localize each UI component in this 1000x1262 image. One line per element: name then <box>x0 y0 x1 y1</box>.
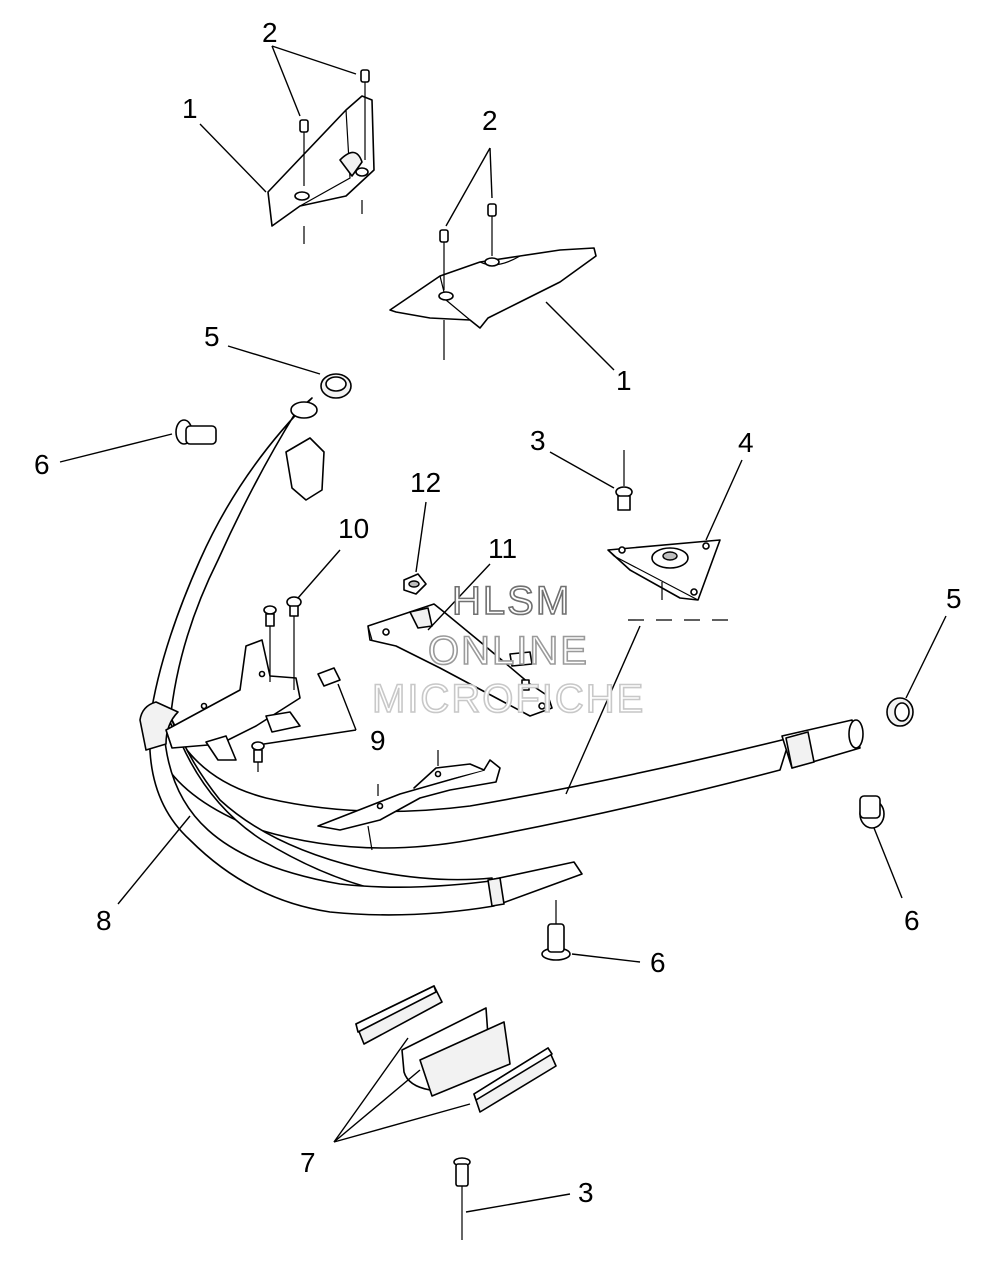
screw-upper-right <box>360 69 370 160</box>
callout-2-center: 2 <box>482 105 498 136</box>
triangular-mount-part <box>607 539 740 621</box>
end-cap-left <box>320 373 352 399</box>
nut-part <box>403 573 427 595</box>
rivet-bottom <box>453 1157 471 1240</box>
callout-3-lower: 3 <box>578 1177 594 1208</box>
callout-4: 4 <box>738 427 754 458</box>
bolt-9a <box>317 667 341 687</box>
mount-bracket-center <box>317 750 501 831</box>
callout-12: 12 <box>410 467 441 498</box>
callout-6-lower: 6 <box>650 947 666 978</box>
callout-9: 9 <box>370 725 386 756</box>
watermark-line-1: HLSM <box>452 579 571 623</box>
bolt-10b <box>263 605 277 682</box>
end-cap-right <box>886 697 914 727</box>
callout-6-right: 6 <box>904 905 920 936</box>
callout-8: 8 <box>96 905 112 936</box>
callout-5-right: 5 <box>946 583 962 614</box>
leader-lines <box>59 45 947 1213</box>
callout-7: 7 <box>300 1147 316 1178</box>
shield-center-part <box>389 247 597 360</box>
rivet-left <box>175 419 217 445</box>
watermark-line-2: ONLINE <box>428 629 589 673</box>
screw-upper-left <box>299 119 309 186</box>
bolt-10a <box>286 596 302 690</box>
screw-center-left <box>439 229 449 290</box>
callout-3-upper: 3 <box>530 425 546 456</box>
rivet-upper <box>615 450 633 511</box>
bumper-tube-part <box>139 397 864 916</box>
callout-5-left: 5 <box>204 321 220 352</box>
shield-left-part <box>267 95 375 244</box>
mount-bracket-left <box>165 639 301 761</box>
screw-center-right <box>487 203 497 256</box>
callout-1-top-left: 1 <box>182 93 198 124</box>
callout-2-top-left: 2 <box>262 17 278 48</box>
callout-1-center: 1 <box>616 365 632 396</box>
callout-6-left: 6 <box>34 449 50 480</box>
watermark-line-3: MICROFICHE <box>372 677 645 721</box>
pad-set-part <box>355 985 557 1113</box>
bolt-9b <box>251 741 265 772</box>
rivet-right <box>859 795 885 829</box>
rivet-lower <box>541 900 571 961</box>
callout-11: 11 <box>488 533 517 564</box>
callout-10: 10 <box>338 513 369 544</box>
